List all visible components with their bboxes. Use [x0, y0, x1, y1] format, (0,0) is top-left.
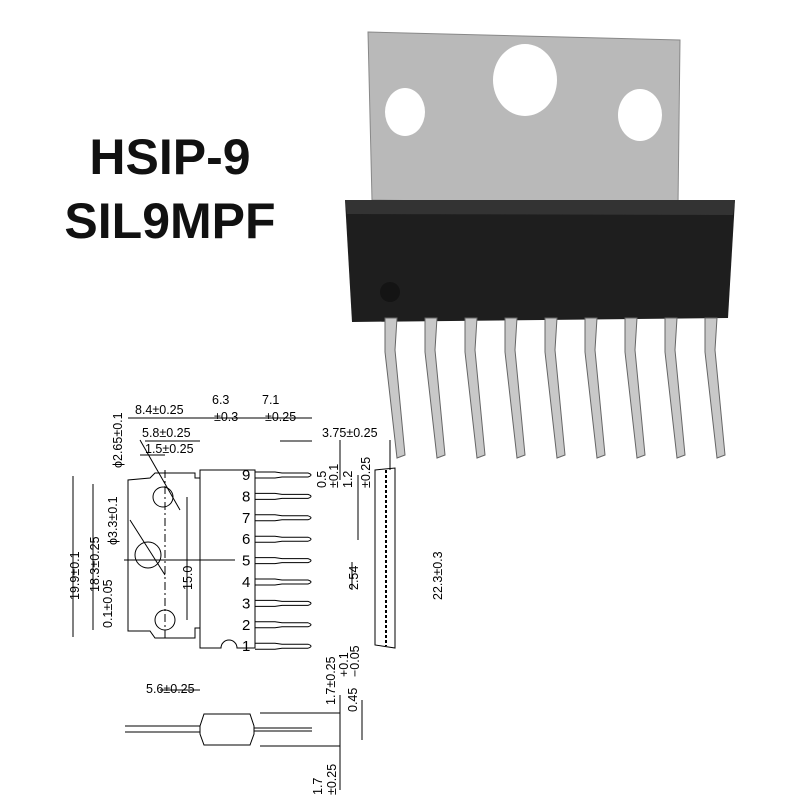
heatsink-hole-right	[618, 89, 662, 141]
pin-number-6: 6	[242, 531, 250, 548]
photo-pin	[424, 317, 446, 459]
pin-lead-4	[255, 578, 312, 586]
pin-number-8: 8	[242, 488, 250, 505]
bottom-view-body	[199, 713, 255, 746]
dim-pin-0-5-tol: ±0.1	[327, 464, 341, 488]
pin-number-9: 9	[242, 467, 250, 484]
pin-lead-1	[255, 642, 312, 650]
pin-number-7: 7	[242, 510, 250, 527]
dim-0-45-tol-plus: +0.1	[337, 652, 351, 677]
dim-3-75: 3.75±0.25	[322, 426, 378, 440]
photo-pin	[704, 317, 726, 459]
dim-7-1: 7.1	[262, 393, 279, 407]
dim-1-7b: 1.7	[311, 778, 325, 795]
photo-pin	[544, 317, 566, 459]
heatsink-outline	[127, 472, 201, 639]
pin-number-4: 4	[242, 574, 250, 591]
dim-pitch: 2.54	[347, 566, 361, 590]
pin-number-5: 5	[242, 553, 250, 570]
heatsink-hole-left	[385, 88, 425, 136]
dim-22-3: 22.3±0.3	[431, 551, 445, 600]
small-hole-top	[152, 486, 174, 508]
dim-8-4: 8.4±0.25	[135, 403, 184, 417]
photo-pin	[504, 317, 526, 459]
pin-number-2: 2	[242, 617, 250, 634]
pin-number-1: 1	[242, 638, 250, 655]
package-alt-name: SIL9MPF	[64, 193, 276, 249]
dim-1-5: 1.5±0.25	[145, 442, 194, 456]
dim-6-3: 6.3	[212, 393, 229, 407]
heatsink-hole-center	[493, 44, 557, 116]
body-outline	[199, 469, 256, 649]
photo-pin	[584, 317, 606, 459]
dim-pin-0-5: 0.5	[315, 471, 329, 488]
side-view	[374, 467, 396, 649]
dim-0-45-tol-minus: −0.05	[348, 645, 362, 677]
dim-6-3-tol: ±0.3	[214, 410, 238, 424]
photo-pin	[384, 317, 406, 459]
dim-pin-1-2: 1.2	[341, 471, 355, 488]
dim-1-7a: 1.7±0.25	[324, 656, 338, 705]
chip-body	[345, 200, 735, 322]
package-name: HSIP-9	[89, 129, 251, 185]
pin-lead-3	[255, 599, 312, 607]
photo-pin	[624, 317, 646, 459]
big-hole	[134, 541, 162, 569]
chip-pins	[384, 317, 726, 459]
dim-5-8: 5.8±0.25	[142, 426, 191, 440]
chip-photo	[345, 31, 735, 459]
pin-lead-2	[255, 621, 312, 629]
dim-1-7b-tol: ±0.25	[325, 764, 339, 795]
dim-18-3: 18.3±0.25	[88, 536, 102, 592]
pin-lead-9	[255, 471, 312, 479]
dim-hole-small: ϕ2.65±0.1	[111, 412, 125, 468]
photo-pin	[464, 317, 486, 459]
photo-pin	[664, 317, 686, 459]
dim-0-45: 0.45	[346, 688, 360, 712]
dim-19-9: 19.9±0.1	[68, 551, 82, 600]
dimension-drawing: 9 8 7 6 5 4 3 2 1 8.4±0.25 5.8±0.25 1.5±0.25 6.3	[68, 393, 445, 795]
dim-5-6: 5.6±0.25	[146, 682, 195, 696]
dim-hole-big: ϕ3.3±0.1	[106, 496, 120, 545]
pin-lead-6	[255, 535, 312, 543]
pin1-marker	[380, 282, 400, 302]
dim-15-0: 15.0	[181, 566, 195, 590]
dim-0-1: 0.1±0.05	[101, 579, 115, 628]
pin-number-3: 3	[242, 595, 250, 612]
pin-lead-8	[255, 492, 312, 500]
pin-lead-7	[255, 514, 312, 522]
dim-7-1-tol: ±0.25	[265, 410, 296, 424]
pin-lead-5	[255, 557, 312, 565]
dim-pin-1-2-tol: ±0.25	[359, 457, 373, 488]
